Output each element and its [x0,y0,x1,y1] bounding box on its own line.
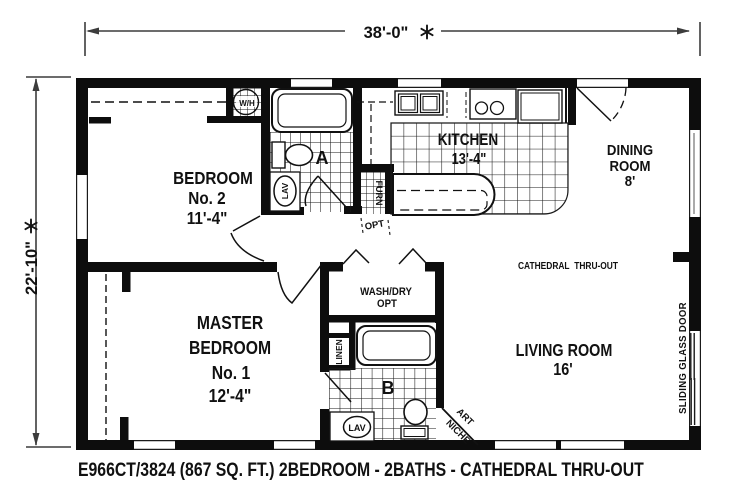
svg-text:11'-4": 11'-4" [187,208,228,228]
svg-text:B: B [382,378,395,398]
svg-text:W/H: W/H [239,99,255,108]
svg-text:OPT: OPT [377,299,398,311]
svg-text:No. 2: No. 2 [188,188,225,208]
svg-text:CATHEDRAL THRU-OUT: CATHEDRAL THRU-OUT [518,260,618,271]
svg-text:16': 16' [553,360,573,380]
svg-text:8': 8' [625,172,635,189]
svg-text:MASTER: MASTER [197,312,264,334]
svg-text:DINING: DINING [607,141,653,158]
svg-text:LINEN: LINEN [334,339,344,365]
svg-text:LAV: LAV [348,423,365,433]
svg-text:22'-10": 22'-10" [23,241,41,295]
svg-text:OPT: OPT [364,218,385,232]
svg-text:38'-0": 38'-0" [364,24,409,42]
svg-text:KITCHEN: KITCHEN [438,131,498,150]
svg-text:E966CT/3824 (867 SQ. FT.) 2BED: E966CT/3824 (867 SQ. FT.) 2BEDROOM - 2BA… [78,458,644,480]
svg-text:FURN: FURN [374,181,384,206]
svg-text:BEDROOM: BEDROOM [189,337,271,359]
svg-text:ROOM: ROOM [609,157,650,174]
svg-text:A: A [316,148,329,168]
svg-text:13'-4": 13'-4" [452,151,487,169]
svg-text:LIVING ROOM: LIVING ROOM [516,341,613,361]
svg-text:WASH/DRY: WASH/DRY [360,287,412,299]
svg-text:SLIDING GLASS DOOR: SLIDING GLASS DOOR [678,302,689,414]
svg-text:12'-4": 12'-4" [209,385,252,407]
svg-text:No. 1: No. 1 [212,362,251,384]
svg-text:BEDROOM: BEDROOM [173,168,253,188]
svg-text:LAV: LAV [280,182,290,199]
